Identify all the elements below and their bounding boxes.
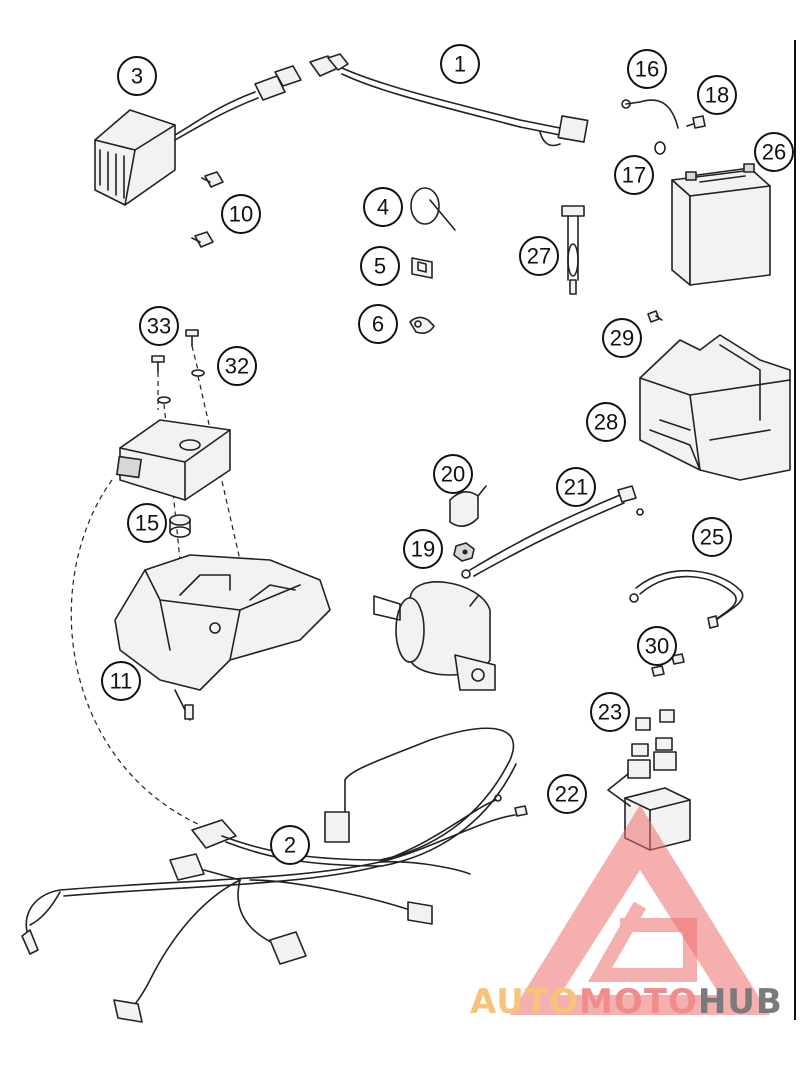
- part-label-32: 32: [217, 346, 257, 386]
- watermark-triangle-icon: [510, 805, 770, 1015]
- part-label-3: 3: [117, 56, 157, 96]
- watermark-text-moto: MOTO: [579, 982, 698, 1022]
- svg-text:23: 23: [598, 700, 622, 725]
- watermark-g-mark-icon: [587, 901, 697, 982]
- fuse-part-27-drawing: [561, 205, 585, 295]
- nut-part-19-drawing: [453, 542, 475, 562]
- part-label-10: 10: [221, 194, 261, 234]
- watermark-logo: AUTOMOTOHUB: [470, 805, 783, 1022]
- assembly-line: [157, 372, 181, 561]
- part-label-15: 15: [127, 503, 167, 543]
- svg-text:33: 33: [147, 314, 171, 339]
- screw-part-18-drawing: [686, 115, 706, 129]
- svg-text:10: 10: [229, 202, 253, 227]
- svg-text:22: 22: [555, 782, 579, 807]
- part-label-21: 21: [556, 467, 596, 507]
- part-label-27: 27: [519, 236, 559, 276]
- battery-box-part-28-drawing: [639, 334, 791, 481]
- part-label-30: 30: [637, 626, 677, 666]
- svg-text:2: 2: [284, 833, 296, 858]
- regulator-part-3-drawing: [94, 65, 302, 206]
- watermark-text-auto: AUTO: [470, 982, 579, 1022]
- control-unit-drawing: [116, 419, 231, 501]
- starter-cable-part-21-drawing: [461, 485, 644, 579]
- part-label-4: 4: [363, 187, 403, 227]
- ground-cable-part-16-drawing: [621, 99, 679, 129]
- svg-text:4: 4: [377, 195, 389, 220]
- svg-text:29: 29: [610, 326, 634, 351]
- svg-text:25: 25: [700, 525, 724, 550]
- washer-part-32-drawing: [157, 369, 205, 404]
- svg-text:28: 28: [594, 410, 618, 435]
- part-label-29: 29: [602, 318, 642, 358]
- bolts-part-10-drawing: [191, 171, 224, 248]
- svg-text:15: 15: [135, 511, 159, 536]
- svg-text:26: 26: [762, 140, 786, 165]
- part-label-19: 19: [403, 529, 443, 569]
- svg-text:27: 27: [527, 244, 551, 269]
- part-label-5: 5: [360, 246, 400, 286]
- part-label-17: 17: [614, 155, 654, 195]
- part-label-18: 18: [697, 75, 737, 115]
- part-label-22: 22: [547, 774, 587, 814]
- cable-part-1-drawing: [309, 53, 589, 147]
- svg-text:21: 21: [564, 475, 588, 500]
- svg-text:1: 1: [454, 52, 466, 77]
- fuses-part-23-drawing: [631, 709, 675, 757]
- screws-part-30-drawing: [651, 653, 685, 677]
- svg-text:18: 18: [705, 83, 729, 108]
- clip-part-5-drawing: [411, 257, 433, 279]
- part-label-2: 2: [270, 825, 310, 865]
- battery-part-26-drawing: [671, 163, 771, 286]
- part-label-6: 6: [358, 304, 398, 344]
- routing-line: [70, 479, 201, 826]
- holder-part-6-drawing: [409, 316, 435, 334]
- svg-text:6: 6: [372, 312, 384, 337]
- part-label-20: 20: [433, 454, 473, 494]
- starter-motor-drawing: [373, 581, 496, 691]
- holder-part-11-drawing: [114, 554, 331, 721]
- screw-part-29-drawing: [647, 310, 663, 323]
- svg-text:32: 32: [225, 354, 249, 379]
- part-label-28: 28: [586, 402, 626, 442]
- svg-text:11: 11: [110, 669, 133, 694]
- svg-text:19: 19: [411, 537, 435, 562]
- svg-text:3: 3: [131, 64, 143, 89]
- part-label-26: 26: [754, 132, 794, 172]
- svg-text:17: 17: [622, 163, 646, 188]
- washer-part-17-drawing: [654, 141, 666, 155]
- cap-part-20-drawing: [449, 485, 487, 527]
- part-label-33: 33: [139, 306, 179, 346]
- watermark-text-hub: HUB: [698, 982, 783, 1022]
- part-label-11: 11: [101, 661, 141, 701]
- svg-text:20: 20: [441, 462, 465, 487]
- main-harness-part-2-drawing: [21, 727, 528, 1023]
- svg-text:5: 5: [374, 254, 386, 279]
- part-label-23: 23: [590, 692, 630, 732]
- svg-text:AUTOMOTOHUB: AUTOMOTOHUB: [470, 982, 783, 1022]
- grommet-part-15-drawing: [169, 514, 191, 538]
- svg-text:30: 30: [645, 634, 669, 659]
- part-label-25: 25: [692, 517, 732, 557]
- part-label-1: 1: [440, 44, 480, 84]
- cable-tie-part-4-drawing: [410, 187, 456, 231]
- svg-text:16: 16: [635, 57, 659, 82]
- screw-part-33-drawing: [151, 329, 199, 373]
- part-label-16: 16: [627, 49, 667, 89]
- cable-part-25-drawing: [629, 569, 744, 629]
